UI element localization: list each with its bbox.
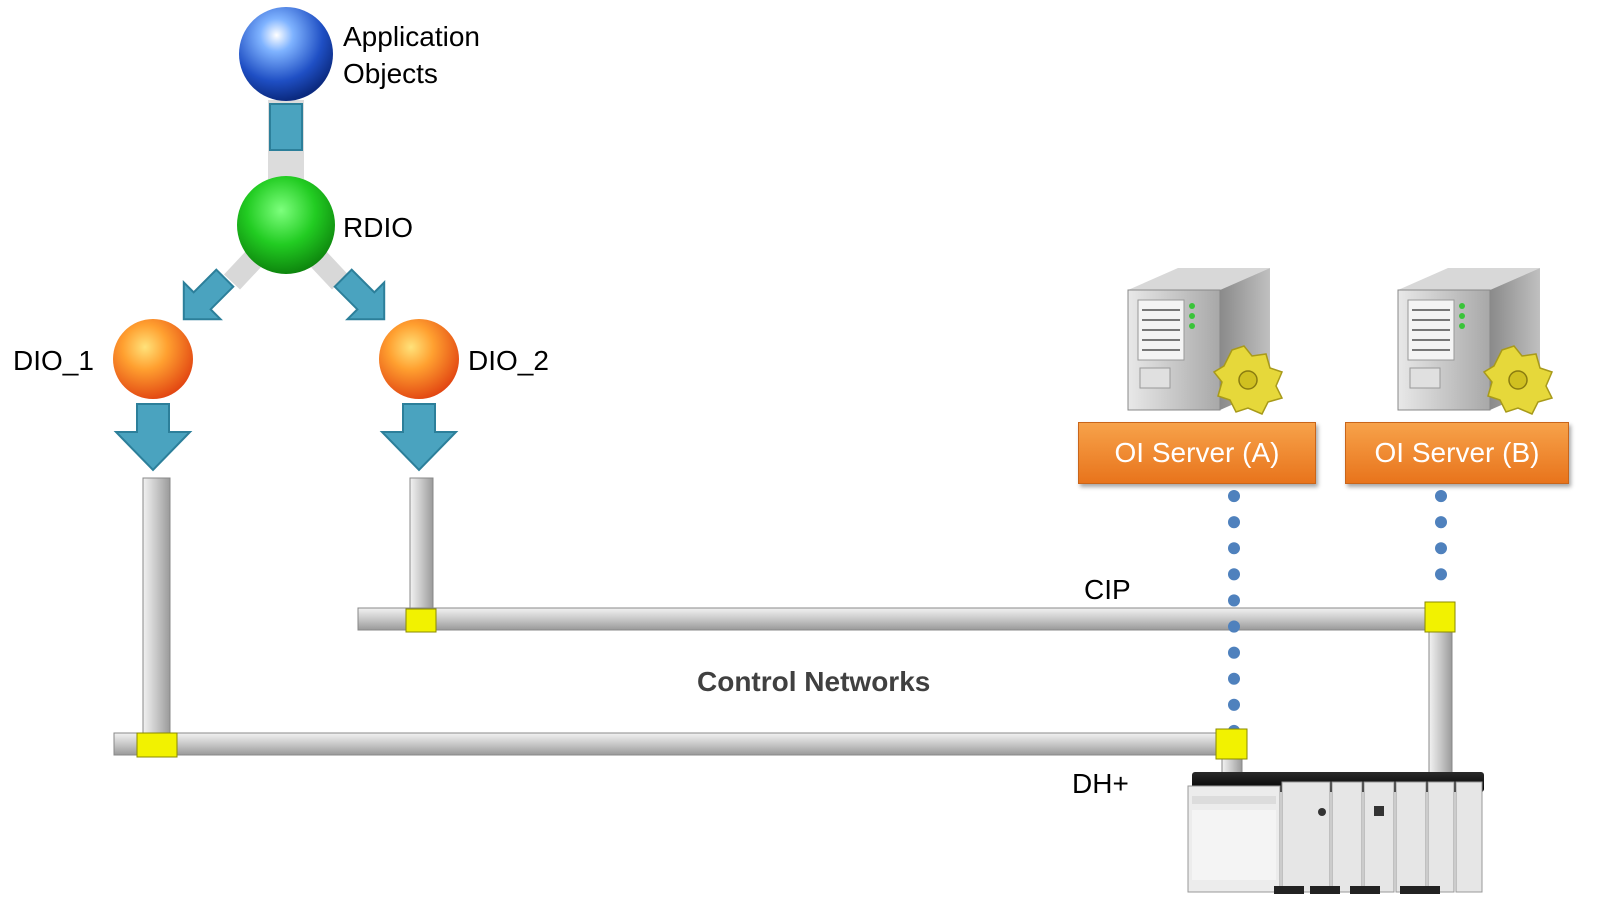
plc-rack-icon bbox=[1187, 772, 1484, 894]
dio-1-label: DIO_1 bbox=[13, 345, 94, 376]
oi-server-a-box[interactable]: OI Server (A) bbox=[1078, 422, 1316, 484]
cip-junction-server-b bbox=[1424, 601, 1456, 633]
dio-2-label: DIO_2 bbox=[468, 345, 549, 376]
application-objects-label-line1: Application bbox=[343, 21, 480, 52]
pipe-dio2-vertical bbox=[409, 477, 434, 621]
pipe-dio1-vertical bbox=[142, 477, 171, 743]
dhplus-bus bbox=[113, 732, 1247, 756]
rdio-node bbox=[237, 176, 335, 274]
pipe-cip-plc bbox=[1428, 627, 1453, 777]
dhplus-label: DH+ bbox=[1072, 768, 1129, 799]
arrow-rdio-dio1 bbox=[182, 268, 235, 321]
dio-2-node bbox=[379, 319, 459, 399]
application-objects-label: Application Objects bbox=[343, 18, 480, 92]
arrow-dio2-down bbox=[379, 403, 459, 472]
application-objects-node bbox=[239, 7, 333, 101]
arrow-dio1-down bbox=[113, 403, 193, 472]
oi-server-b-box[interactable]: OI Server (B) bbox=[1345, 422, 1569, 484]
arrow-rdio-dio2 bbox=[333, 268, 386, 321]
dhplus-junction-server-a bbox=[1215, 728, 1248, 760]
server-a-icon bbox=[1127, 268, 1284, 415]
cip-junction-dio2 bbox=[405, 608, 437, 633]
arrow-app-rdio bbox=[269, 103, 303, 151]
server-b-icon bbox=[1397, 268, 1554, 415]
rdio-label: RDIO bbox=[343, 212, 413, 243]
cip-bus bbox=[357, 607, 1453, 631]
cip-label: CIP bbox=[1084, 574, 1131, 605]
application-objects-label-line2: Objects bbox=[343, 58, 438, 89]
dio-1-node bbox=[113, 319, 193, 399]
dhplus-junction-dio1 bbox=[136, 732, 178, 758]
control-networks-label: Control Networks bbox=[697, 666, 931, 697]
